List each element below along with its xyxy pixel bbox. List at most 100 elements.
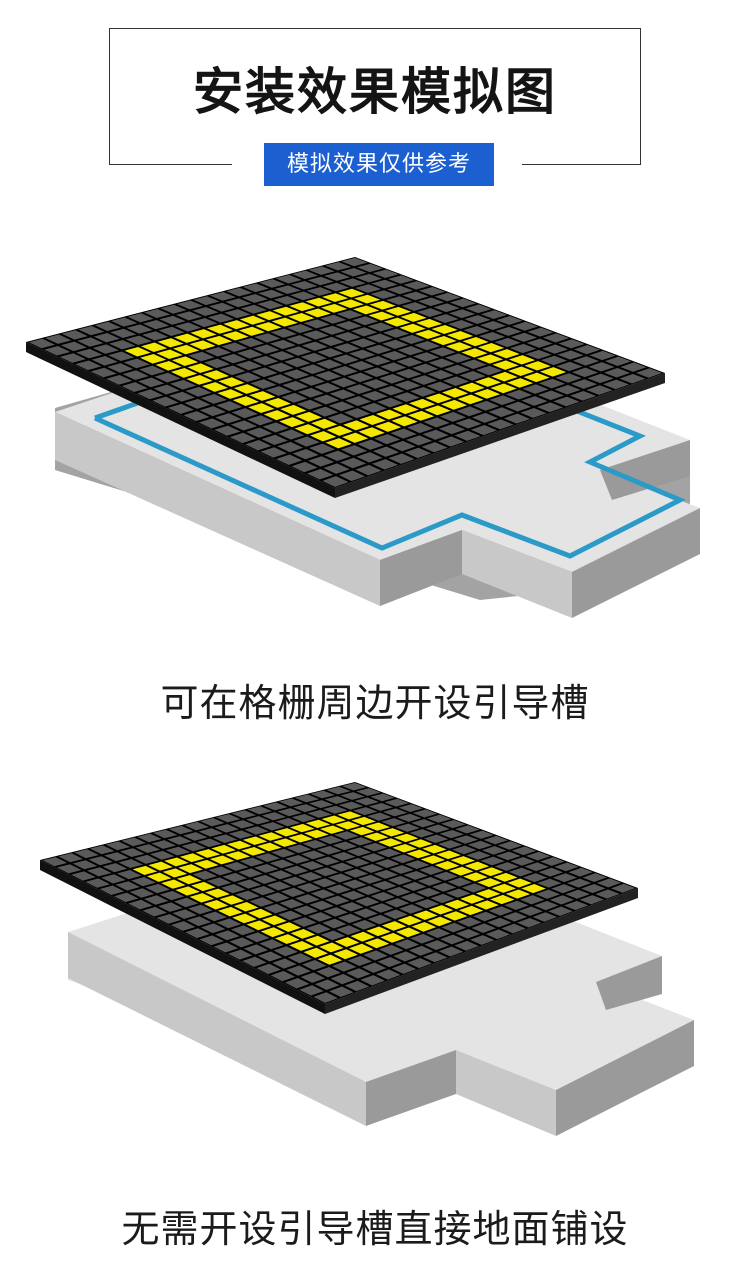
tile-yellow	[191, 881, 216, 892]
tile-yellow	[427, 916, 452, 927]
tile-dark	[277, 808, 302, 817]
tile-dark	[235, 890, 260, 900]
tile-dark	[274, 285, 301, 295]
tile-dark	[250, 379, 277, 389]
tile-dark	[303, 319, 330, 329]
tile-dark	[283, 369, 310, 379]
tile-yellow	[203, 899, 229, 910]
tile-dark	[231, 810, 257, 819]
tile-dark	[59, 353, 86, 363]
tile-yellow	[222, 331, 249, 341]
tile-yellow	[248, 403, 275, 414]
title-frame-bottom-right	[522, 164, 641, 165]
tile-dark	[198, 828, 224, 837]
tile-dark	[371, 459, 399, 470]
tile-dark	[569, 390, 597, 401]
tile-dark	[377, 957, 402, 968]
tile-dark	[586, 385, 613, 395]
tile-dark	[250, 885, 276, 896]
tile-dark	[438, 946, 464, 957]
tile-dark	[385, 296, 413, 305]
tile-dark	[296, 883, 322, 893]
tile-dark	[216, 401, 243, 412]
tile-dark	[588, 362, 615, 372]
tile-dark	[348, 361, 375, 371]
tile-dark	[45, 334, 72, 344]
tile-dark	[224, 309, 251, 319]
tile-dark	[566, 878, 592, 888]
tile-dark	[292, 917, 317, 927]
tile-dark	[246, 427, 273, 438]
tile-dark	[432, 314, 459, 323]
tile-dark	[412, 809, 438, 818]
tile-yellow	[378, 838, 403, 847]
tile-dark	[242, 956, 267, 967]
tile-dark	[299, 861, 325, 871]
tile-dark	[184, 398, 211, 409]
tile-dark	[355, 273, 383, 283]
tile-dark	[551, 884, 576, 894]
tile-dark	[336, 925, 361, 935]
grating-edge-left	[26, 342, 335, 498]
tile-yellow	[304, 308, 331, 318]
tile-dark	[635, 368, 663, 378]
tile-dark	[610, 883, 636, 893]
tile-dark	[308, 266, 335, 275]
tile-dark	[291, 281, 318, 290]
tile-yellow	[396, 927, 421, 938]
tile-dark	[563, 900, 589, 911]
tile-dark	[448, 309, 476, 319]
tile-dark	[88, 856, 114, 866]
tile-dark	[340, 268, 367, 277]
tile-dark	[295, 894, 320, 904]
tile-dark	[99, 885, 125, 895]
tile-dark	[152, 396, 179, 407]
tile-dark	[254, 333, 281, 343]
tile-dark	[356, 885, 381, 895]
tile-dark	[131, 876, 156, 887]
tile-dark	[581, 884, 606, 894]
tile-dark	[257, 300, 284, 310]
tile-dark	[503, 413, 531, 424]
tile-dark	[351, 327, 378, 337]
tile-dark	[471, 923, 496, 933]
tile-dark	[76, 348, 103, 359]
tile-yellow	[305, 297, 332, 307]
tile-dark	[355, 464, 382, 476]
tile-yellow	[458, 905, 484, 916]
tile-yellow	[475, 889, 501, 899]
tile-dark	[519, 895, 545, 905]
tile-dark	[471, 412, 499, 423]
tile-yellow	[440, 399, 468, 410]
tile-dark	[455, 825, 480, 834]
tile-dark	[167, 403, 195, 414]
tile-dark	[282, 381, 309, 391]
tile-yellow	[218, 377, 245, 387]
tile-yellow	[474, 900, 499, 910]
slab-front-right	[456, 1050, 556, 1136]
tile-dark	[294, 794, 320, 803]
tile-dark	[548, 906, 573, 916]
tile-yellow	[351, 816, 376, 826]
tile-yellow	[409, 398, 436, 409]
slab-front-left	[68, 932, 366, 1126]
tile-yellow	[190, 329, 217, 339]
tile-dark	[213, 942, 239, 953]
tile-dark	[360, 975, 385, 986]
tile-yellow	[358, 427, 385, 438]
tile-dark	[573, 345, 601, 355]
tile-dark	[394, 939, 420, 950]
tile-dark	[127, 313, 154, 323]
tile-dark	[263, 802, 288, 811]
tile-dark	[309, 443, 336, 454]
tile-dark	[330, 377, 357, 388]
tile-yellow	[189, 340, 216, 350]
tile-yellow	[363, 832, 389, 841]
tile-dark	[390, 854, 416, 864]
tile-dark	[380, 362, 407, 372]
tile-yellow	[260, 927, 286, 938]
tile-dark	[108, 351, 135, 362]
tile-dark	[306, 923, 331, 934]
caption-without-groove: 无需开设引导槽直接地面铺设	[121, 1207, 629, 1251]
tile-yellow	[321, 303, 348, 313]
